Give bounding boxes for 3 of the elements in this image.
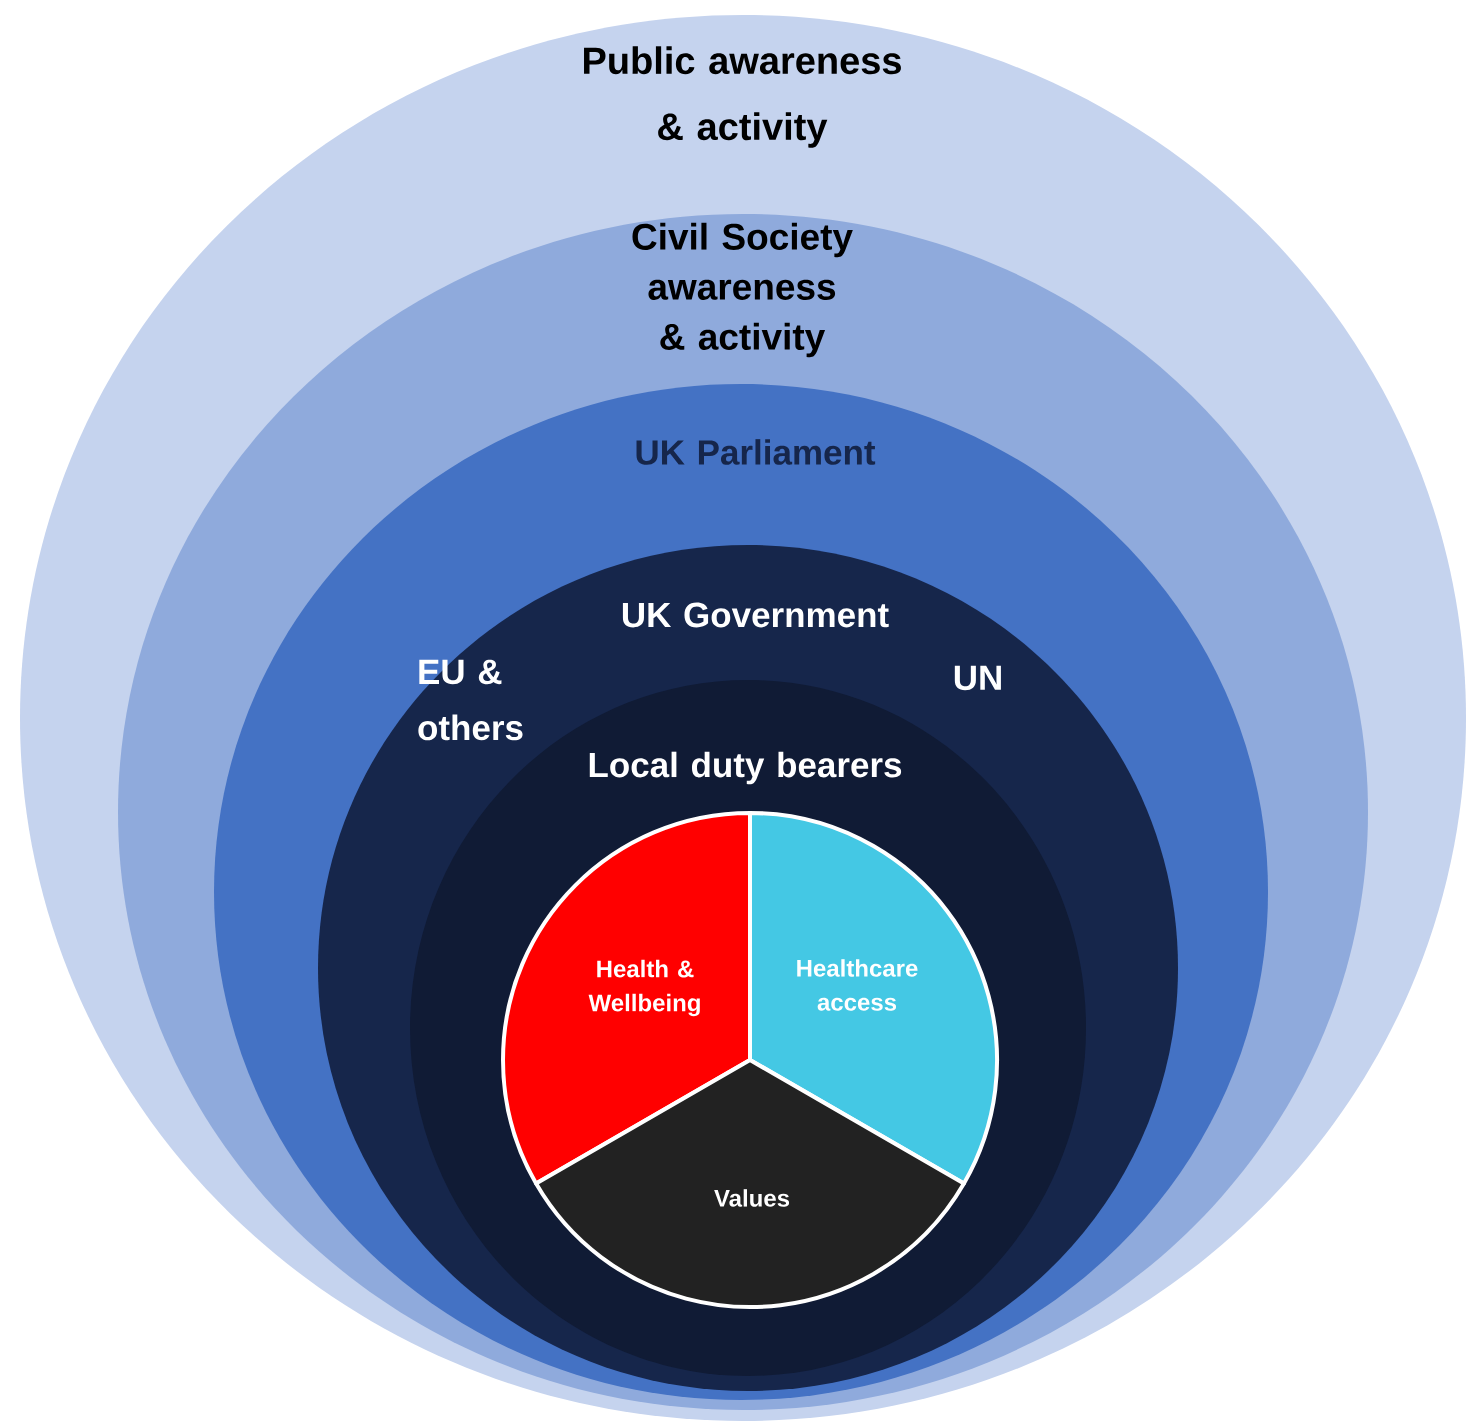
pie-slice: Values	[534, 1058, 966, 1310]
pie-slice: Health & Wellbeing	[501, 811, 752, 1186]
pie-slice: Healthcare access	[748, 811, 1000, 1186]
